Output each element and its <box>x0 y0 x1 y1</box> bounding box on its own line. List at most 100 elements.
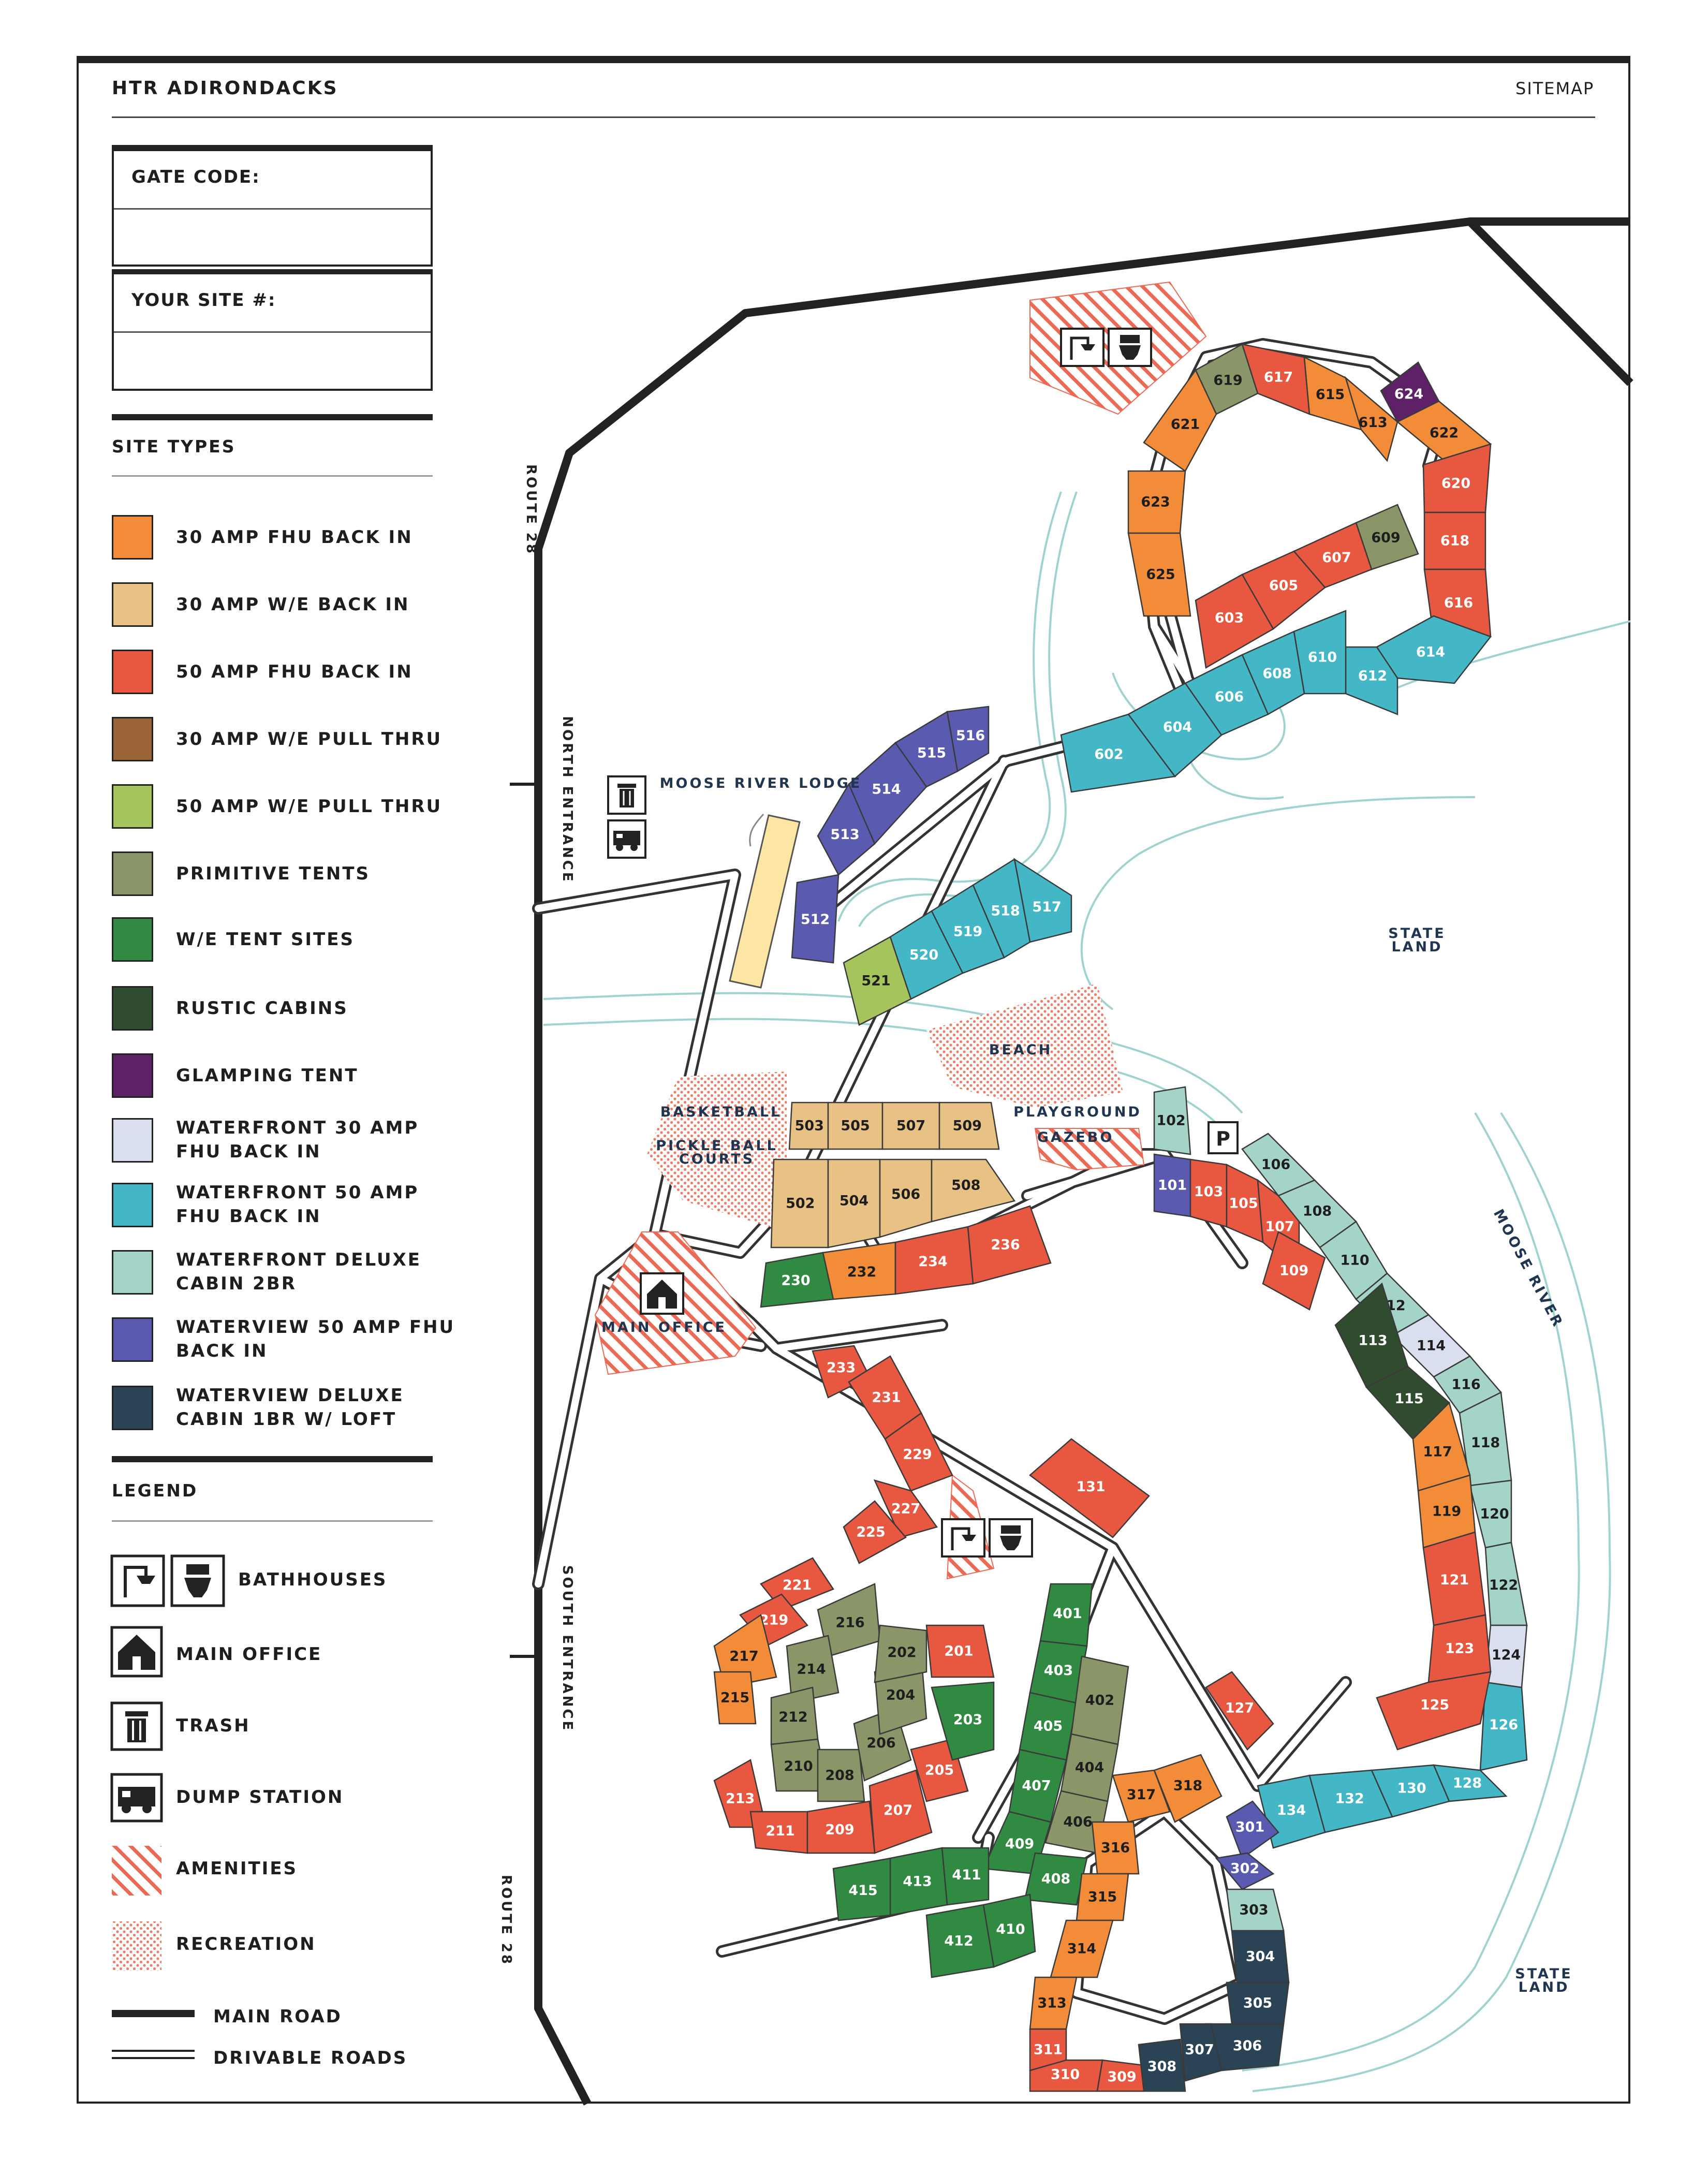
site-618[interactable]: 618 <box>1423 511 1486 570</box>
site-shape[interactable] <box>931 1681 995 1761</box>
site-517[interactable]: 517 <box>1013 858 1072 943</box>
site-513[interactable]: 513 <box>817 783 876 876</box>
site-412[interactable]: 412 <box>925 1904 995 1978</box>
site-131[interactable]: 131 <box>1029 1438 1150 1538</box>
site-408[interactable]: 408 <box>1024 1852 1088 1906</box>
site-shape[interactable] <box>1205 1671 1274 1751</box>
site-212[interactable]: 212 <box>770 1686 819 1745</box>
site-108[interactable]: 108 <box>1277 1179 1357 1248</box>
site-609[interactable]: 609 <box>1355 504 1419 570</box>
site-413[interactable]: 413 <box>889 1847 948 1916</box>
site-301[interactable]: 301 <box>1226 1800 1279 1859</box>
site-521[interactable]: 521 <box>843 936 912 1026</box>
site-619[interactable]: 619 <box>1195 343 1259 415</box>
site-316[interactable]: 316 <box>1091 1821 1140 1875</box>
site-shape[interactable] <box>1153 1086 1191 1155</box>
site-shape[interactable] <box>1479 1681 1528 1771</box>
site-shape[interactable] <box>1344 376 1398 462</box>
site-203[interactable]: 203 <box>931 1681 995 1761</box>
site-shape[interactable] <box>1024 1852 1088 1906</box>
site-404[interactable]: 404 <box>1060 1733 1119 1802</box>
site-125[interactable]: 125 <box>1376 1671 1492 1751</box>
site-128[interactable]: 128 <box>1433 1764 1508 1802</box>
site-506[interactable]: 506 <box>879 1158 933 1238</box>
site-shape[interactable] <box>817 783 876 876</box>
site-225[interactable]: 225 <box>843 1500 907 1564</box>
site-shape[interactable] <box>1112 1769 1171 1823</box>
site-shape[interactable] <box>868 1769 933 1854</box>
site-310[interactable]: 310 <box>1029 2059 1103 2092</box>
site-shape[interactable] <box>843 936 912 1026</box>
site-shape[interactable] <box>925 1904 995 1978</box>
site-shape[interactable] <box>1127 532 1191 617</box>
site-shape[interactable] <box>884 1412 953 1492</box>
site-211[interactable]: 211 <box>749 1811 808 1854</box>
site-shape[interactable] <box>938 1101 1000 1150</box>
site-411[interactable]: 411 <box>941 1847 990 1906</box>
site-202[interactable]: 202 <box>874 1624 927 1683</box>
site-227[interactable]: 227 <box>873 1479 938 1538</box>
site-124[interactable]: 124 <box>1484 1624 1528 1688</box>
site-232[interactable]: 232 <box>822 1241 896 1300</box>
site-403[interactable]: 403 <box>1029 1640 1088 1704</box>
site-314[interactable]: 314 <box>1050 1919 1114 1978</box>
site-415[interactable]: 415 <box>832 1857 891 1921</box>
site-230[interactable]: 230 <box>760 1252 834 1308</box>
site-123[interactable]: 123 <box>1427 1614 1492 1683</box>
site-236[interactable]: 236 <box>967 1205 1052 1285</box>
site-121[interactable]: 121 <box>1422 1531 1486 1626</box>
site-402[interactable]: 402 <box>1070 1655 1129 1745</box>
site-507[interactable]: 507 <box>881 1101 940 1150</box>
site-305[interactable]: 305 <box>1226 1981 1290 2025</box>
site-shape[interactable] <box>1143 369 1217 472</box>
site-315[interactable]: 315 <box>1076 1873 1129 1921</box>
site-109[interactable]: 109 <box>1262 1231 1326 1311</box>
site-215[interactable]: 215 <box>713 1671 757 1725</box>
site-103[interactable]: 103 <box>1189 1158 1228 1228</box>
site-607[interactable]: 607 <box>1292 522 1373 589</box>
site-shape[interactable] <box>873 1479 938 1538</box>
site-311[interactable]: 311 <box>1029 2028 1067 2072</box>
site-126[interactable]: 126 <box>1479 1681 1528 1771</box>
site-shape[interactable] <box>1153 1754 1223 1823</box>
site-234[interactable]: 234 <box>894 1226 974 1295</box>
site-602[interactable]: 602 <box>1060 713 1176 793</box>
site-shape[interactable] <box>1195 574 1274 669</box>
site-shape[interactable] <box>832 1857 891 1921</box>
site-603[interactable]: 603 <box>1195 574 1274 669</box>
site-122[interactable]: 122 <box>1484 1541 1528 1626</box>
site-214[interactable]: 214 <box>786 1635 840 1704</box>
site-623[interactable]: 623 <box>1127 470 1186 534</box>
site-216[interactable]: 216 <box>817 1583 881 1657</box>
site-127[interactable]: 127 <box>1205 1671 1274 1751</box>
site-102[interactable]: 102 <box>1153 1086 1191 1155</box>
site-620[interactable]: 620 <box>1422 443 1492 513</box>
site-307[interactable]: 307 <box>1179 2023 1223 2082</box>
site-604[interactable]: 604 <box>1127 682 1223 777</box>
site-306[interactable]: 306 <box>1205 2023 1285 2072</box>
site-407[interactable]: 407 <box>1008 1749 1067 1823</box>
site-613[interactable]: 613 <box>1344 376 1398 462</box>
site-624[interactable]: 624 <box>1380 361 1440 423</box>
site-406[interactable]: 406 <box>1044 1790 1109 1854</box>
site-518[interactable]: 518 <box>972 858 1031 959</box>
site-shape[interactable] <box>1179 2023 1223 2082</box>
site-shape[interactable] <box>1138 2038 1186 2092</box>
site-313[interactable]: 313 <box>1029 1976 1078 2030</box>
site-405[interactable]: 405 <box>1019 1692 1078 1761</box>
site-207[interactable]: 207 <box>868 1769 933 1854</box>
site-110[interactable]: 110 <box>1319 1221 1388 1300</box>
site-303[interactable]: 303 <box>1226 1888 1285 1932</box>
site-505[interactable]: 505 <box>827 1101 884 1150</box>
site-shape[interactable] <box>843 1500 907 1564</box>
site-shape[interactable] <box>817 1749 865 1802</box>
site-shape[interactable] <box>967 1205 1052 1285</box>
site-401[interactable]: 401 <box>1039 1583 1093 1647</box>
site-233[interactable]: 233 <box>812 1345 871 1399</box>
site-shape[interactable] <box>791 874 840 964</box>
site-516[interactable]: 516 <box>946 706 990 772</box>
site-621[interactable]: 621 <box>1143 369 1217 472</box>
site-shape[interactable] <box>1060 713 1176 793</box>
site-512[interactable]: 512 <box>791 874 840 964</box>
site-shape[interactable] <box>1226 1800 1279 1859</box>
